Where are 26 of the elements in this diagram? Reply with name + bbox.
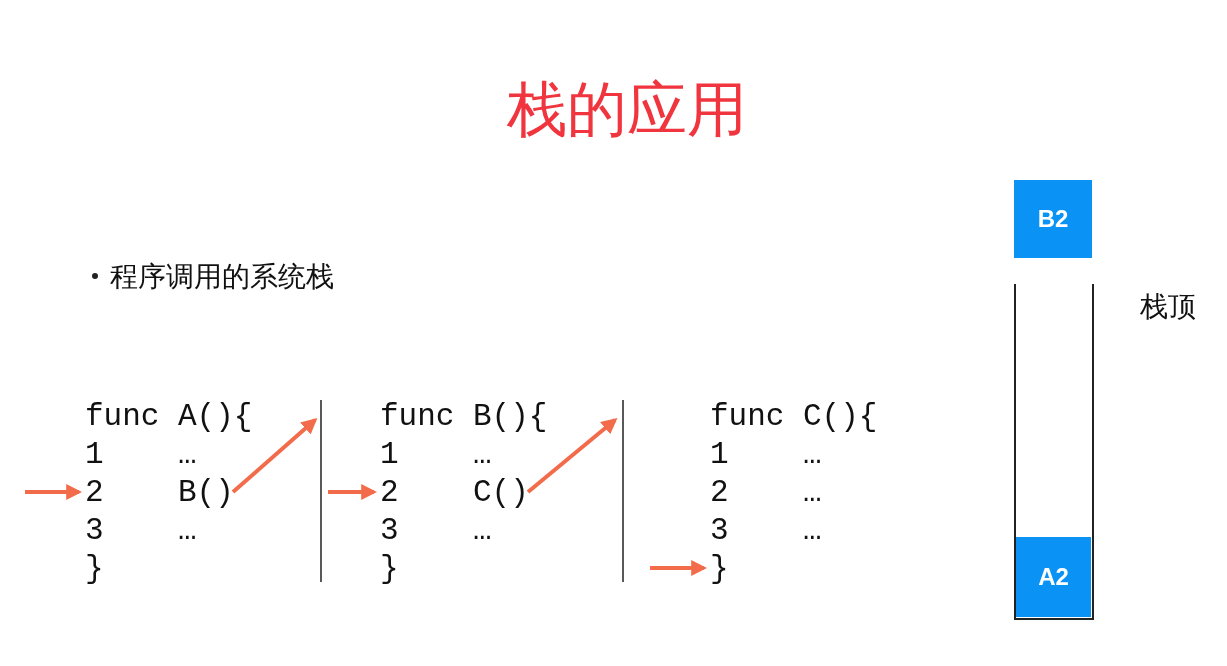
- code-line: func B(){: [380, 398, 549, 436]
- code-line: 3 …: [710, 512, 823, 550]
- stack-container: [1014, 284, 1094, 620]
- code-line: 2 B(): [85, 474, 235, 512]
- stack-frame-block: B2: [1014, 180, 1092, 258]
- arrow: [25, 484, 83, 500]
- code-line: 1 …: [85, 436, 198, 474]
- code-line: func C(){: [710, 398, 879, 436]
- code-line: 2 C(): [380, 474, 530, 512]
- code-line: func A(){: [85, 398, 254, 436]
- title: 栈的应用: [506, 73, 748, 146]
- code-line: }: [380, 550, 400, 588]
- code-line: 3 …: [85, 512, 198, 550]
- code-line: 2 …: [710, 474, 823, 512]
- code-line: 1 …: [380, 436, 493, 474]
- stack-frame-block: A2: [1016, 537, 1091, 617]
- bullet-text: 程序调用的系统栈: [110, 259, 335, 295]
- code-line: 1 …: [710, 436, 823, 474]
- arrow: [231, 417, 318, 494]
- arrow: [526, 417, 618, 494]
- arrow: [328, 484, 378, 500]
- code-line: }: [85, 550, 105, 588]
- code-line: 3 …: [380, 512, 493, 550]
- code-line: }: [710, 550, 730, 588]
- arrow: [650, 560, 708, 576]
- stack-top-label: 栈顶: [1140, 289, 1197, 325]
